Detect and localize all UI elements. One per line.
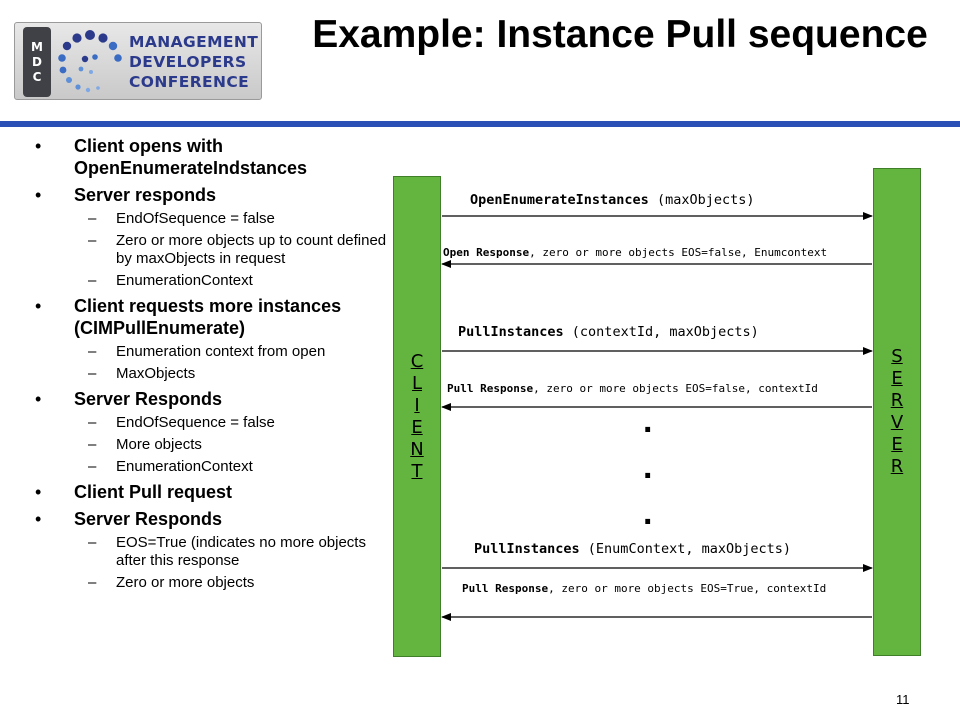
- bullet-item: Server responds: [30, 184, 390, 206]
- ellipsis-dot: .: [643, 494, 653, 532]
- message-label-open-request: OpenEnumerateInstances (maxObjects): [470, 192, 755, 208]
- server-label-letter: E: [891, 368, 903, 389]
- logo-word: CONFERENCE: [129, 73, 250, 91]
- message-label-pull-response-1: Pull Response, zero or more objects EOS=…: [447, 382, 818, 395]
- bullet-item: Client requests more instances (CIMPullE…: [30, 295, 390, 339]
- server-label-letter: E: [891, 434, 903, 455]
- mdc-logo: M D C MANAGEMENT DEVELOPERS CONFERENCE: [14, 22, 262, 100]
- message-label-pull-request-2: PullInstances (EnumContext, maxObjects): [474, 541, 791, 557]
- client-label-letter: T: [411, 460, 423, 482]
- sub-bullet-item: More objects: [30, 436, 390, 454]
- page-number: 11: [896, 692, 910, 707]
- logo-word: MANAGEMENT: [129, 33, 259, 51]
- title-divider: [0, 121, 960, 127]
- ellipsis-dot: .: [643, 402, 653, 440]
- client-label-letter: C: [410, 350, 424, 372]
- logo-letter: M: [31, 39, 43, 54]
- message-label-pull-response-2: Pull Response, zero or more objects EOS=…: [462, 582, 827, 595]
- sub-bullet-item: EOS=True (indicates no more objects afte…: [30, 534, 390, 570]
- sub-bullet-item: MaxObjects: [30, 365, 390, 383]
- logo-wordmark: MANAGEMENT DEVELOPERS CONFERENCE: [129, 32, 258, 92]
- logo-letter-tab: M D C: [23, 27, 51, 97]
- sub-bullet-item: Zero or more objects: [30, 574, 390, 592]
- bullet-item: Client opens with OpenEnumerateIndstance…: [30, 135, 390, 179]
- bullet-item: Server Responds: [30, 388, 390, 410]
- ellipsis-dot: .: [643, 448, 653, 486]
- client-label-letter: I: [414, 394, 420, 416]
- sub-bullet-item: Enumeration context from open: [30, 343, 390, 361]
- server-label-letter: S: [891, 346, 903, 367]
- bullet-item: Server Responds: [30, 508, 390, 530]
- message-label-pull-request-1: PullInstances (contextId, maxObjects): [458, 324, 759, 340]
- sub-bullet-item: EndOfSequence = false: [30, 210, 390, 228]
- bullet-list: Client opens with OpenEnumerateIndstance…: [30, 130, 390, 592]
- message-label-open-response: Open Response, zero or more objects EOS=…: [443, 246, 828, 259]
- sub-bullet-item: EnumerationContext: [30, 272, 390, 290]
- sub-bullet-item: EnumerationContext: [30, 458, 390, 476]
- bullet-item: Client Pull request: [30, 481, 390, 503]
- server-label-letter: R: [890, 390, 904, 411]
- logo-letter: C: [32, 69, 42, 84]
- server-label-letter: R: [890, 456, 904, 477]
- logo-word: DEVELOPERS: [129, 53, 247, 71]
- logo-letter: D: [32, 54, 42, 69]
- client-label-letter: N: [410, 438, 424, 460]
- server-label-letter: V: [890, 412, 904, 433]
- logo-dots-icon: [58, 30, 122, 93]
- sub-bullet-item: Zero or more objects up to count defined…: [30, 232, 390, 268]
- sub-bullet-item: EndOfSequence = false: [30, 414, 390, 432]
- page-title: Example: Instance Pull sequence: [312, 13, 928, 56]
- client-label-letter: E: [411, 416, 423, 438]
- client-label-letter: L: [411, 372, 423, 394]
